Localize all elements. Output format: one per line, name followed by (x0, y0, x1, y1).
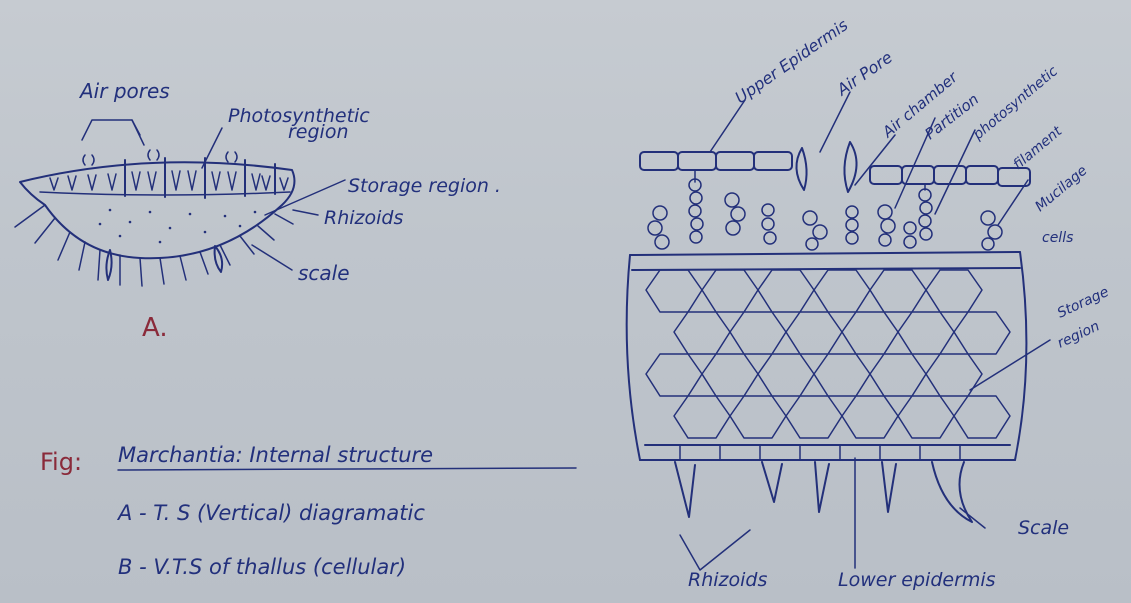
photosynthetic-filaments-b (648, 179, 1002, 250)
storage-region-dots (99, 209, 257, 244)
label-storage-region-b-2: region (1055, 318, 1102, 351)
label-figure-letter-a: A. (142, 313, 168, 343)
labels-diagram-b: Upper Epidermis Air Pore Air chamber Par… (688, 15, 1111, 591)
caption-fig-label: Fig: (40, 448, 82, 476)
label-air-pores: Air pores (78, 79, 170, 103)
rhizoids-a (15, 205, 293, 286)
label-rhizoids-b: Rhizoids (688, 569, 767, 591)
label-scale-b: Scale (1018, 517, 1069, 539)
caption-line-a: A - T. S (Vertical) diagramatic (116, 501, 425, 525)
lower-epidermis-cells (680, 445, 960, 460)
rhizoids-b (675, 462, 896, 517)
photosynthetic-filaments (50, 171, 288, 190)
label-mucilage-cells-1: Mucilage (1032, 163, 1090, 215)
caption-title: Marchantia: Internal structure (118, 443, 433, 467)
diagram-a-thallus-ts (15, 120, 345, 286)
partition-columns (695, 170, 925, 190)
caption-title-underline (118, 468, 576, 470)
label-storage-region-b-1: Storage (1055, 284, 1111, 322)
label-mucilage-cells-2: cells (1042, 230, 1073, 246)
label-upper-epidermis: Upper Epidermis (731, 15, 851, 107)
air-pore-barrel (796, 142, 856, 192)
diagram-b-thallus-cellular (627, 92, 1050, 570)
figure-caption: Fig: Marchantia: Internal structure A - … (40, 443, 576, 579)
label-air-pore: Air Pore (833, 48, 896, 100)
label-rhizoids-a: Rhizoids (324, 207, 403, 229)
label-air-chamber: Air chamber (878, 68, 961, 142)
label-lower-epidermis: Lower epidermis (838, 569, 996, 591)
label-storage-region: Storage region . (348, 175, 501, 197)
labels-diagram-a: Air pores Photosynthetic region Storage … (78, 79, 501, 343)
caption-line-b: B - V.T.S of thallus (cellular) (118, 555, 406, 579)
label-photosynthetic-region-2: region (288, 121, 349, 143)
storage-region-cells (646, 270, 1010, 438)
label-photosynthetic-filament-2: filament (1010, 123, 1065, 173)
label-scale-a: scale (298, 261, 350, 285)
leaders-b (680, 92, 1050, 570)
